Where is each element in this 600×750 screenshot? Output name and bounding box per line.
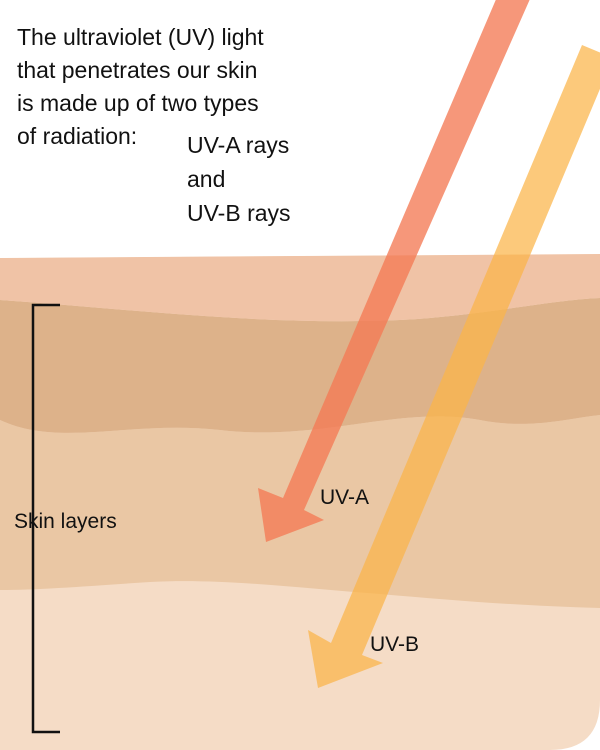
ray-type-and: and	[187, 166, 225, 192]
intro-line-2: that penetrates our skin	[17, 57, 257, 83]
intro-line-1: The ultraviolet (UV) light	[17, 24, 264, 50]
ray-type-uvb: UV-B rays	[187, 200, 291, 226]
skin-epidermis-layer	[0, 254, 600, 322]
skin-layers-bracket	[31, 303, 60, 734]
skin-layers-label: Skin layers	[14, 510, 117, 533]
uva-arrow-label: UV-A	[320, 486, 369, 509]
intro-line-4: of radiation:	[17, 123, 137, 149]
uvb-arrow	[308, 45, 600, 688]
ray-type-uva: UV-A rays	[187, 132, 289, 158]
uva-arrow	[258, 0, 530, 542]
intro-line-3: is made up of two types	[17, 90, 259, 116]
uvb-arrow-label: UV-B	[370, 633, 419, 656]
